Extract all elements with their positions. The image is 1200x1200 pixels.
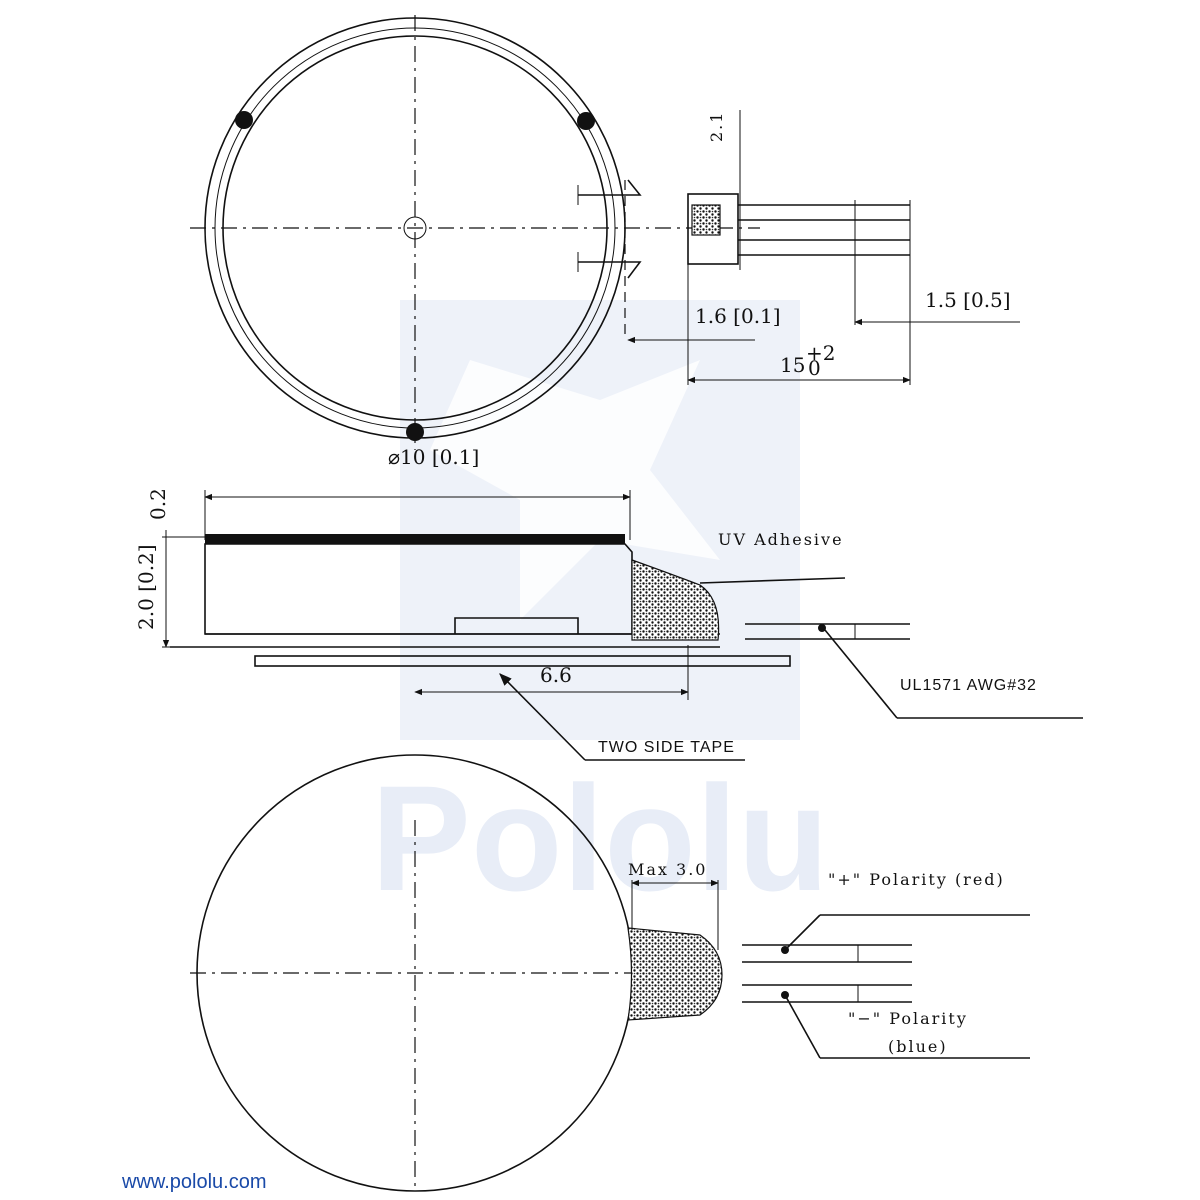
label-positive: "+" Polarity (red) — [828, 870, 1005, 889]
label-wire: UL1571 AWG#32 — [900, 677, 1037, 694]
label-negative-1: "−" Polarity — [848, 1009, 968, 1028]
dim-lead-length-tol-minus: 0 — [808, 356, 821, 380]
label-adhesive: UV Adhesive — [718, 530, 844, 549]
label-tape: TWO SIDE TAPE — [598, 739, 735, 756]
label-negative-2: (blue) — [888, 1037, 948, 1056]
dim-tab: 1.6 [0.1] — [695, 304, 781, 328]
dim-width: 6.6 — [540, 663, 572, 687]
tab-lower — [578, 261, 642, 279]
top-view: 2.1 1.6 [0.1] 1.5 [0.5] 15 +2 0 ⌀10 [0.1… — [190, 15, 1020, 469]
dim-height: 2.0 [0.2] — [134, 544, 158, 630]
watermark-text: Pololu — [371, 754, 829, 922]
dim-strip: 1.5 [0.5] — [925, 288, 1011, 312]
mount-dot-left — [235, 111, 253, 129]
dim-max: Max 3.0 — [628, 860, 707, 879]
two-side-tape — [254, 655, 791, 667]
top-layer — [205, 534, 625, 544]
footer-url: www.pololu.com — [121, 1171, 267, 1193]
dim-top-layer: 0.2 — [146, 488, 170, 520]
mount-dot-bottom — [406, 423, 424, 441]
dim-lead-length: 15 — [780, 353, 805, 377]
bottom-adhesive — [627, 927, 723, 1021]
mount-dot-right — [577, 112, 595, 130]
uv-adhesive — [631, 559, 720, 641]
dim-diameter: ⌀10 [0.1] — [388, 445, 479, 469]
side-view: 0.2 2.0 [0.2] 6.6 UV Adhesive UL1571 AWG… — [134, 488, 1083, 761]
pololu-watermark: Pololu — [371, 300, 829, 922]
tab-upper — [578, 179, 642, 196]
dim-lead-spacing: 2.1 — [707, 111, 726, 142]
dim-lead-length-tol-plus: +2 — [806, 341, 835, 365]
bottom-view: Max 3.0 "+" Polarity (red) "−" Polarity … — [190, 754, 1030, 1192]
connector-block — [687, 193, 739, 265]
